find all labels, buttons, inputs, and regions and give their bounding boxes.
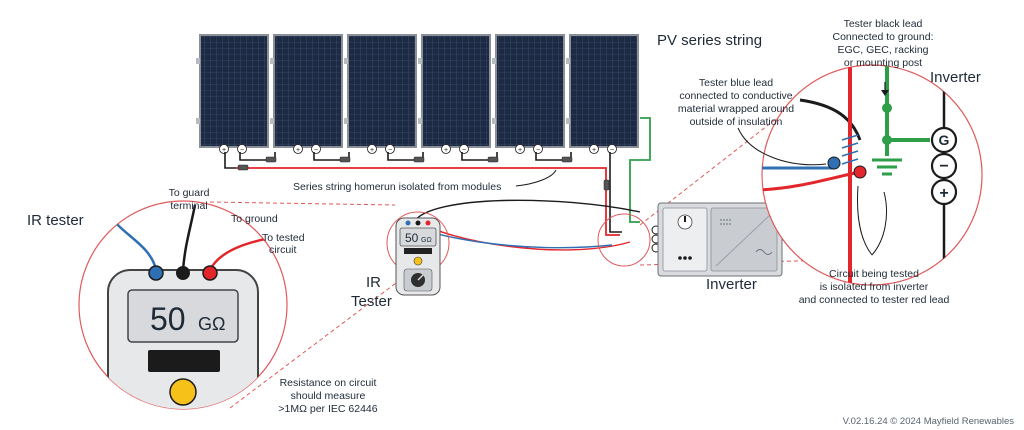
- svg-text:or mounting post: or mounting post: [844, 57, 922, 69]
- module-terminal-sign: −: [462, 147, 466, 154]
- svg-text:Resistance on circuit: Resistance on circuit: [280, 377, 377, 389]
- annotation-arrows: [515, 127, 887, 256]
- pv-module: +−: [270, 34, 343, 154]
- module-terminal-sign: −: [536, 147, 540, 154]
- ir-tester-small-label-2: Tester: [351, 293, 392, 310]
- svg-text:Tester blue lead: Tester blue lead: [699, 77, 773, 89]
- module-terminal-sign: −: [314, 147, 318, 154]
- to-ground-label: To ground: [231, 213, 278, 225]
- to-guard-label-2: terminal: [170, 200, 207, 212]
- circuit-tested-note: Circuit being tested is isolated from in…: [799, 268, 950, 306]
- module-terminal-sign: +: [222, 147, 226, 154]
- homerun-label: Series string homerun isolated from modu…: [293, 181, 501, 193]
- to-tested-label-1: To tested: [262, 232, 305, 244]
- svg-text:outside of insulation: outside of insulation: [690, 116, 783, 128]
- ir-tester-small: [386, 211, 450, 296]
- small-display-unit: GΩ: [421, 237, 432, 244]
- svg-text:>1MΩ per IEC 62446: >1MΩ per IEC 62446: [278, 403, 377, 415]
- terminal-ground-label: G: [939, 132, 950, 148]
- module-terminal-sign: −: [610, 147, 614, 154]
- pv-series-string-label: PV series string: [657, 32, 762, 49]
- svg-text:Tester black lead: Tester black lead: [844, 18, 923, 30]
- module-terminal-sign: −: [388, 147, 392, 154]
- inverter: [657, 202, 783, 277]
- svg-text:Circuit being tested: Circuit being tested: [829, 268, 919, 280]
- module-terminal-sign: +: [518, 147, 522, 154]
- svg-text:connected to conductive: connected to conductive: [679, 90, 792, 102]
- inverter-wiring-highlight: [597, 213, 651, 267]
- pv-module: +−: [344, 34, 417, 154]
- pv-module: +−: [418, 34, 491, 154]
- module-terminal-sign: +: [370, 147, 374, 154]
- blue-lead-note: Tester blue lead connected to conductive…: [678, 77, 794, 128]
- ir-tester-zoom: [78, 200, 288, 410]
- module-terminal-sign: +: [592, 147, 596, 154]
- svg-text:and connected to tester red le: and connected to tester red lead: [799, 294, 950, 306]
- inverter-label: Inverter: [706, 276, 757, 293]
- svg-text:is isolated from inverter: is isolated from inverter: [820, 281, 929, 293]
- footer-version: V.02.16.24 © 2024 Mayfield Renewables: [843, 416, 1015, 427]
- inverter-zoom-label: Inverter: [930, 69, 981, 86]
- terminal-minus-label: −: [939, 158, 948, 175]
- pv-module: +−: [196, 34, 269, 154]
- inverter-zoom: [761, 64, 983, 286]
- svg-text:should measure: should measure: [291, 390, 366, 402]
- pv-module: +−: [566, 34, 639, 154]
- svg-text:material wrapped around: material wrapped around: [678, 103, 794, 115]
- ir-tester-big-label: IR tester: [27, 212, 84, 229]
- small-display-value: 50: [405, 231, 419, 245]
- module-terminal-sign: +: [296, 147, 300, 154]
- pv-modules: +−+−+−+−+−+−: [196, 34, 639, 154]
- black-lead-note: Tester black lead Connected to ground: E…: [833, 18, 934, 69]
- zoom-display-unit: GΩ: [198, 314, 225, 334]
- svg-text:Connected to ground:: Connected to ground:: [833, 31, 934, 43]
- module-terminal-sign: −: [240, 147, 244, 154]
- ir-tester-small-label-1: IR: [366, 274, 381, 291]
- mc4-connectors: [237, 156, 610, 191]
- string-wiring: [224, 117, 651, 236]
- pv-module: +−: [492, 34, 565, 154]
- terminal-plus-label: +: [939, 185, 948, 202]
- to-guard-label-1: To guard: [169, 187, 210, 199]
- svg-text:EGC, GEC, racking: EGC, GEC, racking: [837, 44, 928, 56]
- zoom-display-value: 50: [150, 301, 186, 337]
- resistance-note: Resistance on circuit should measure >1M…: [278, 377, 377, 415]
- module-terminal-sign: +: [444, 147, 448, 154]
- to-tested-label-2: circuit: [269, 244, 297, 256]
